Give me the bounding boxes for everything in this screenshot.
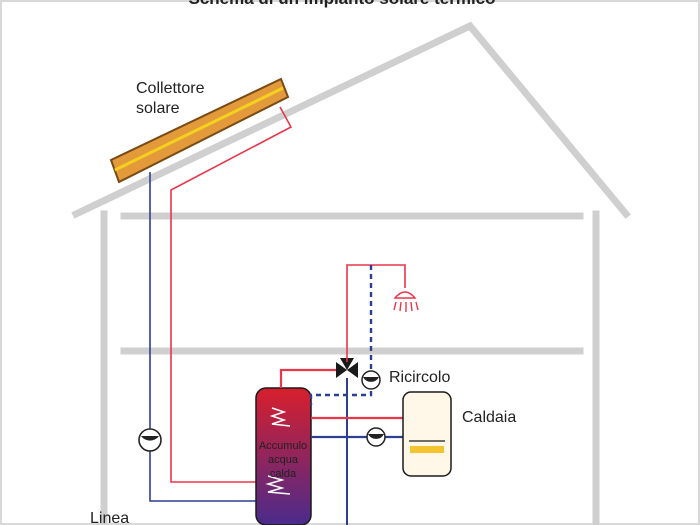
solar-collector xyxy=(109,77,290,184)
heat-exchanger-icon xyxy=(265,407,291,495)
tank-label-line1: Accumulo xyxy=(259,440,307,452)
collector-label-line2: solare xyxy=(136,100,180,117)
pump-icon xyxy=(366,427,386,447)
boiler-label: Caldaia xyxy=(462,409,516,426)
pump-icon xyxy=(361,370,381,390)
recirculation-label: Ricircolo xyxy=(389,369,450,386)
collector-label-line1: Collettore xyxy=(136,80,205,97)
house-structure xyxy=(71,21,631,525)
mixing-valve-icon xyxy=(336,358,358,378)
domestic-hot-pipe xyxy=(279,368,338,388)
bottom-left-label: Linea xyxy=(90,510,129,525)
pump-icon xyxy=(138,428,162,452)
diagram-title: Schema di un impianto solare termico xyxy=(188,0,495,8)
tank-label-line2: acqua xyxy=(268,454,299,466)
shower-head-icon xyxy=(393,291,419,312)
boiler xyxy=(402,391,452,477)
solar-cold-pipe xyxy=(149,172,256,502)
shower-hot-pipe xyxy=(346,264,406,362)
recirculation-pipe xyxy=(309,265,373,405)
roof xyxy=(71,21,631,219)
solar-hot-pipe xyxy=(170,106,293,483)
tank-label-line3: calda xyxy=(270,468,297,480)
